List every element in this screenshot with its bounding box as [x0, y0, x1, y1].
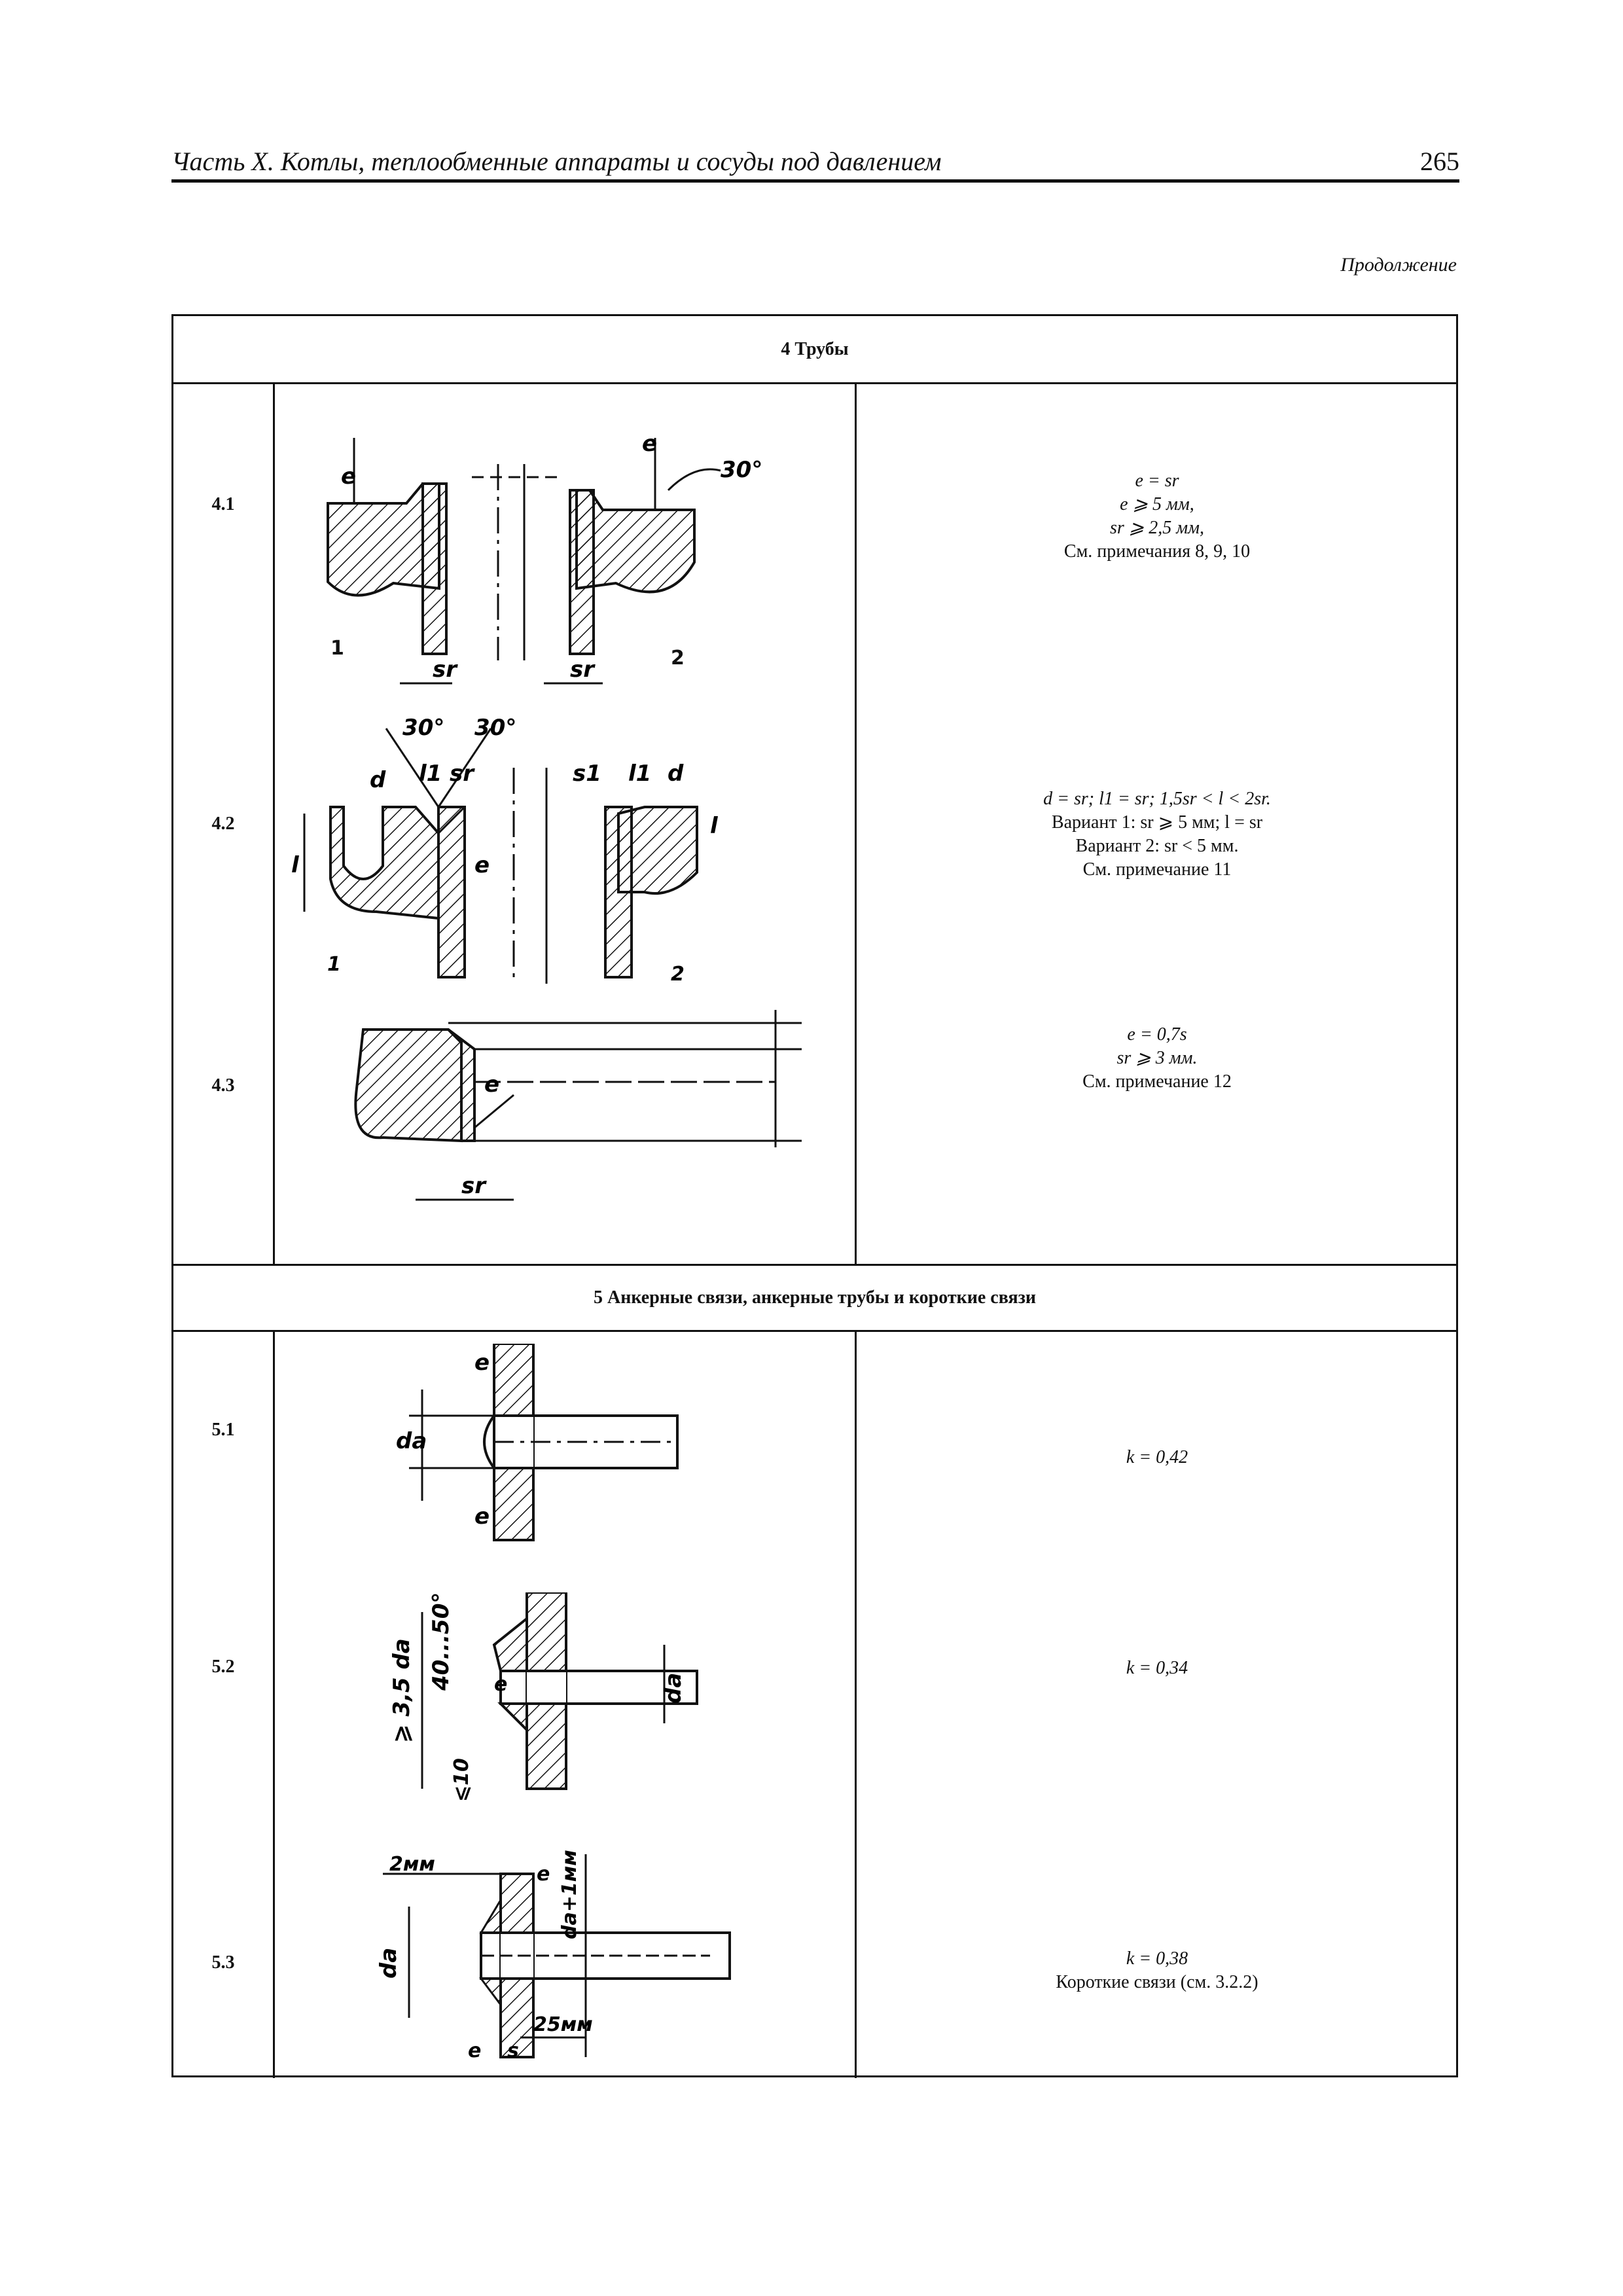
text-line: sr ⩾ 2,5 мм, [1110, 518, 1204, 538]
text-line: k = 0,38 [1126, 1948, 1188, 1969]
fig-label: 30° [402, 715, 444, 741]
fig-label: e [474, 1503, 490, 1530]
figure-5-2: 40...50° ⩾ 3,5 da e da ⩽10 [389, 1592, 698, 1802]
fig-label: 30° [721, 457, 762, 483]
row-number-5-3: 5.3 [211, 1952, 235, 1973]
text-line: e = 0,7s [1127, 1024, 1187, 1045]
fig-label: e [484, 1071, 499, 1098]
fig-label: da [376, 1948, 402, 1979]
section-title-5: 5 Анкерные связи, анкерные трубы и корот… [173, 1264, 1456, 1332]
page-number: 265 [1420, 147, 1459, 176]
text-line: См. примечание 11 [1082, 859, 1232, 880]
fig-label: 2мм [389, 1853, 435, 1876]
fig-label: da [660, 1673, 687, 1704]
figure-4-2: 30° 30° d l1 sr l e s1 l1 d l 1 2 [291, 715, 719, 986]
column-divider [273, 384, 275, 1264]
column-divider [855, 384, 857, 1264]
row-text-4-3: e = 0,7s sr ⩾ 3 мм. См. примечание 12 [857, 1023, 1457, 1094]
fig-label: ⩽10 [450, 1758, 473, 1802]
text-line: k = 0,42 [1126, 1447, 1188, 1467]
row-text-5-1: k = 0,42 [857, 1446, 1457, 1469]
text-line: Вариант 2: sr < 5 мм. [1075, 836, 1239, 856]
figure-5-3: 2мм e da+1мм da 25мм e s [376, 1850, 731, 2062]
text-line: См. примечания 8, 9, 10 [1063, 541, 1251, 562]
text-line: k = 0,34 [1126, 1658, 1188, 1678]
column-divider [855, 1332, 857, 2078]
fig-label: 30° [474, 715, 516, 741]
continued-label: Продолжение [1340, 254, 1457, 276]
fig-label: 40...50° [428, 1592, 454, 1691]
fig-label: e [341, 463, 356, 490]
fig-label: s [507, 2039, 519, 2062]
fig-label: sr [450, 761, 475, 787]
running-title: Часть X. Котлы, теплообменные аппараты и… [171, 147, 942, 176]
text-line: sr ⩾ 3 мм. [1116, 1048, 1198, 1068]
text-line: e = sr [1135, 471, 1179, 491]
fig-label: e [537, 1863, 550, 1886]
text-line: Вариант 1: sr ⩾ 5 мм; l = sr [1051, 812, 1263, 833]
fig-label: 1 [330, 637, 344, 660]
fig-label: d [668, 761, 684, 787]
row-text-5-2: k = 0,34 [857, 1657, 1457, 1680]
row-number-4-2: 4.2 [211, 814, 235, 834]
fig-label: sr [461, 1173, 487, 1199]
text-line: d = sr; l1 = sr; 1,5sr < l < 2sr. [1043, 789, 1271, 809]
fig-label: l1 [628, 761, 651, 787]
fig-label: e [474, 1350, 490, 1376]
fig-label: e [494, 1673, 507, 1696]
row-number-4-3: 4.3 [211, 1075, 235, 1096]
column-divider [273, 1332, 275, 2078]
fig-label: e [468, 2039, 481, 2062]
text-line: e ⩾ 5 мм, [1120, 494, 1194, 514]
fig-label: 25мм [533, 2013, 593, 2036]
fig-label: sr [570, 656, 596, 683]
fig-label: 1 [327, 953, 341, 976]
section-title-4: 4 Трубы [173, 316, 1456, 384]
fig-label: l1 [419, 761, 442, 787]
fig-label: d [370, 767, 386, 793]
requirements-table: 4 Трубы 4.1 e = sr e ⩾ 5 мм, sr ⩾ 2,5 мм… [171, 314, 1458, 2078]
row-text-5-3: k = 0,38 Короткие связи (см. 3.2.2) [857, 1947, 1457, 1994]
fig-label: l [291, 852, 300, 878]
fig-label: s1 [573, 761, 601, 787]
fig-label: e [474, 852, 490, 878]
fig-label: 2 [671, 647, 685, 670]
text-line: См. примечание 12 [1082, 1071, 1232, 1092]
row-number-5-1: 5.1 [211, 1420, 235, 1440]
fig-label: l [710, 813, 719, 839]
fig-label: sr [433, 656, 458, 683]
fig-label: da [396, 1428, 427, 1454]
figure-4-1: e e 30° sr sr [327, 431, 762, 685]
row-text-4-2: d = sr; l1 = sr; 1,5sr < l < 2sr. Вариан… [857, 787, 1457, 882]
text-line: Короткие связи (см. 3.2.2) [1056, 1972, 1258, 1992]
row-number-4-1: 4.1 [211, 494, 235, 514]
figure-4-3: e sr [354, 1010, 802, 1201]
row-text-4-1: e = sr e ⩾ 5 мм, sr ⩾ 2,5 мм, См. примеч… [857, 469, 1457, 564]
fig-label: e [642, 431, 657, 457]
fig-label: 2 [671, 963, 685, 986]
page-header: Часть X. Котлы, теплообменные аппараты и… [171, 143, 1459, 183]
fig-label: da+1мм [558, 1850, 581, 1939]
figure-5-1: e da e [396, 1344, 679, 1541]
fig-label: ⩾ 3,5 da [389, 1638, 415, 1743]
row-number-5-2: 5.2 [211, 1657, 235, 1677]
